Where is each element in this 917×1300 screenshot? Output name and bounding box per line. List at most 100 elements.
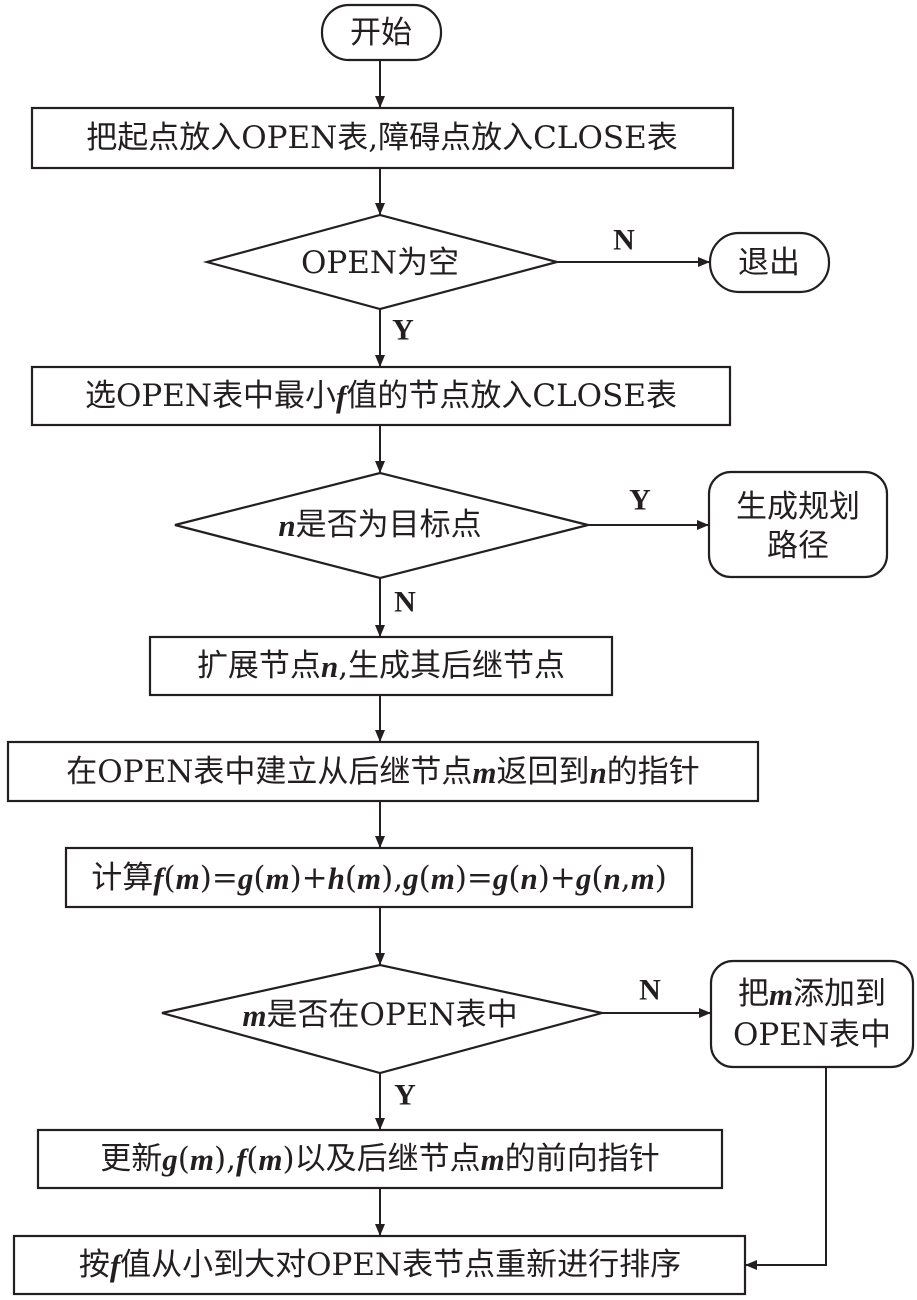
text-run: ),	[381, 860, 403, 896]
math-variable: n	[589, 755, 606, 790]
text-run: OPEN表中	[733, 1017, 891, 1053]
math-variable: g	[237, 861, 254, 896]
math-variable: m	[258, 1142, 282, 1177]
update-box: 更新g(m),f(m)以及后继节点m的前向指针	[36, 1128, 724, 1190]
text-run: 添加到	[793, 976, 886, 1012]
add-to-open-line-1: 把m添加到	[738, 976, 886, 1012]
exit-label: 退出	[738, 245, 800, 281]
update-label: 更新g(m),f(m)以及后继节点m的前向指针	[100, 1141, 659, 1177]
text-run: 更新	[100, 1141, 162, 1177]
select-min-box: 选OPEN表中最小f值的节点放入CLOSE表	[30, 365, 732, 427]
text-run: )=	[455, 860, 493, 896]
add-to-open-node: 把m添加到 OPEN表中	[709, 959, 915, 1069]
goal-decision: n是否为目标点	[174, 471, 589, 580]
edge-add-to-sort	[745, 1067, 827, 1270]
pointer-label: 在OPEN表中建立从后继节点m返回到n的指针	[66, 754, 699, 790]
generate-path-line-2: 路径	[767, 528, 829, 564]
text-run: (	[178, 1141, 190, 1177]
math-variable: m	[190, 1142, 214, 1177]
math-variable: m	[242, 998, 266, 1033]
text-run: 值从小到大对OPEN表节点重新进行排序	[120, 1247, 681, 1283]
sort-label: 按f值从小到大对OPEN表节点重新进行排序	[79, 1247, 681, 1283]
start-label: 开始	[350, 15, 412, 51]
math-variable: f	[110, 1248, 123, 1283]
generate-path-line-1: 生成规划	[736, 489, 860, 525]
text-run: (	[591, 860, 603, 896]
compute-label: 计算f(m)=g(m)+h(m),g(m)=g(n)+g(n,m)	[91, 860, 667, 896]
text-run: 扩展节点	[197, 648, 321, 684]
edge-label-goal-y: Y	[629, 484, 651, 517]
text-run: (	[164, 860, 176, 896]
text-run: )以及后继节点	[283, 1141, 481, 1177]
pointer-box: 在OPEN表中建立从后继节点m返回到n的指针	[6, 740, 760, 803]
select-min-label: 选OPEN表中最小f值的节点放入CLOSE表	[85, 378, 677, 414]
text-run: )=	[200, 860, 238, 896]
text-run: 的指针	[607, 754, 700, 790]
math-variable: f	[336, 379, 349, 414]
text-run: (	[253, 860, 265, 896]
math-variable: m	[769, 977, 793, 1012]
open-empty-decision: OPEN为空	[202, 213, 562, 311]
text-run: (	[345, 860, 357, 896]
text-run: ,	[621, 860, 631, 896]
math-variable: n	[603, 861, 620, 896]
text-run: 计算	[91, 860, 153, 896]
edge-label-in-open-n: N	[639, 974, 661, 1007]
text-run: )+	[290, 860, 328, 896]
text-run: OPEN为空	[301, 245, 459, 281]
math-variable: n	[521, 861, 538, 896]
math-variable: n	[278, 508, 295, 543]
edge-label-open-empty-n: N	[613, 224, 635, 257]
math-variable: m	[431, 861, 455, 896]
compute-box: 计算f(m)=g(m)+h(m),g(m)=g(n)+g(n,m)	[64, 846, 694, 909]
goal-decision-label: n是否为目标点	[278, 507, 481, 543]
text-run: 是否为目标点	[296, 507, 482, 543]
exit-node: 退出	[708, 231, 831, 294]
math-variable: m	[357, 861, 381, 896]
in-open-label: m是否在OPEN表中	[242, 997, 517, 1033]
sort-box: 按f值从小到大对OPEN表节点重新进行排序	[12, 1234, 747, 1296]
text-run: (	[419, 860, 431, 896]
math-variable: g	[402, 861, 419, 896]
text-run: 返回到	[496, 754, 589, 790]
edge-label-goal-n: N	[394, 586, 416, 619]
text-run: 是否在OPEN表中	[267, 997, 518, 1033]
math-variable: m	[265, 861, 289, 896]
text-run: ),	[214, 1141, 236, 1177]
math-variable: m	[631, 861, 655, 896]
text-run: 把起点放入OPEN表,障碍点放入CLOSE表	[86, 120, 677, 156]
text-run: 在OPEN表中建立从后继节点	[66, 754, 472, 790]
start-node: 开始	[320, 3, 443, 62]
text-run: 把	[738, 976, 769, 1012]
text-run: (	[246, 1141, 258, 1177]
text-run: )+	[538, 860, 576, 896]
text-run: 按	[79, 1247, 110, 1283]
text-run: 的前向指针	[505, 1141, 660, 1177]
text-run: (	[508, 860, 520, 896]
connectors	[375, 60, 827, 1270]
text-run: 选OPEN表中最小	[85, 378, 336, 414]
expand-node-box: 扩展节点n,生成其后继节点	[148, 635, 614, 697]
math-variable: g	[575, 861, 592, 896]
math-variable: f	[153, 861, 166, 896]
math-variable: h	[328, 861, 345, 896]
text-run: ,生成其后继节点	[338, 648, 565, 684]
init-process-box: 把起点放入OPEN表,障碍点放入CLOSE表	[30, 106, 735, 170]
edge-label-in-open-y: Y	[394, 1079, 416, 1112]
expand-label: 扩展节点n,生成其后继节点	[197, 648, 565, 684]
add-to-open-line-2: OPEN表中	[733, 1017, 891, 1053]
math-variable: m	[472, 755, 496, 790]
math-variable: g	[492, 861, 509, 896]
init-label: 把起点放入OPEN表,障碍点放入CLOSE表	[86, 120, 677, 156]
math-variable: g	[161, 1142, 178, 1177]
open-empty-label: OPEN为空	[301, 245, 459, 281]
generate-path-node: 生成规划 路径	[707, 470, 889, 579]
math-variable: m	[481, 1142, 505, 1177]
text-run: 值的节点放入CLOSE表	[346, 378, 677, 414]
text-run: )	[655, 860, 667, 896]
in-open-decision: m是否在OPEN表中	[161, 963, 603, 1075]
edge-label-open-empty-y: Y	[392, 314, 414, 347]
math-variable: f	[236, 1142, 249, 1177]
math-variable: m	[176, 861, 200, 896]
